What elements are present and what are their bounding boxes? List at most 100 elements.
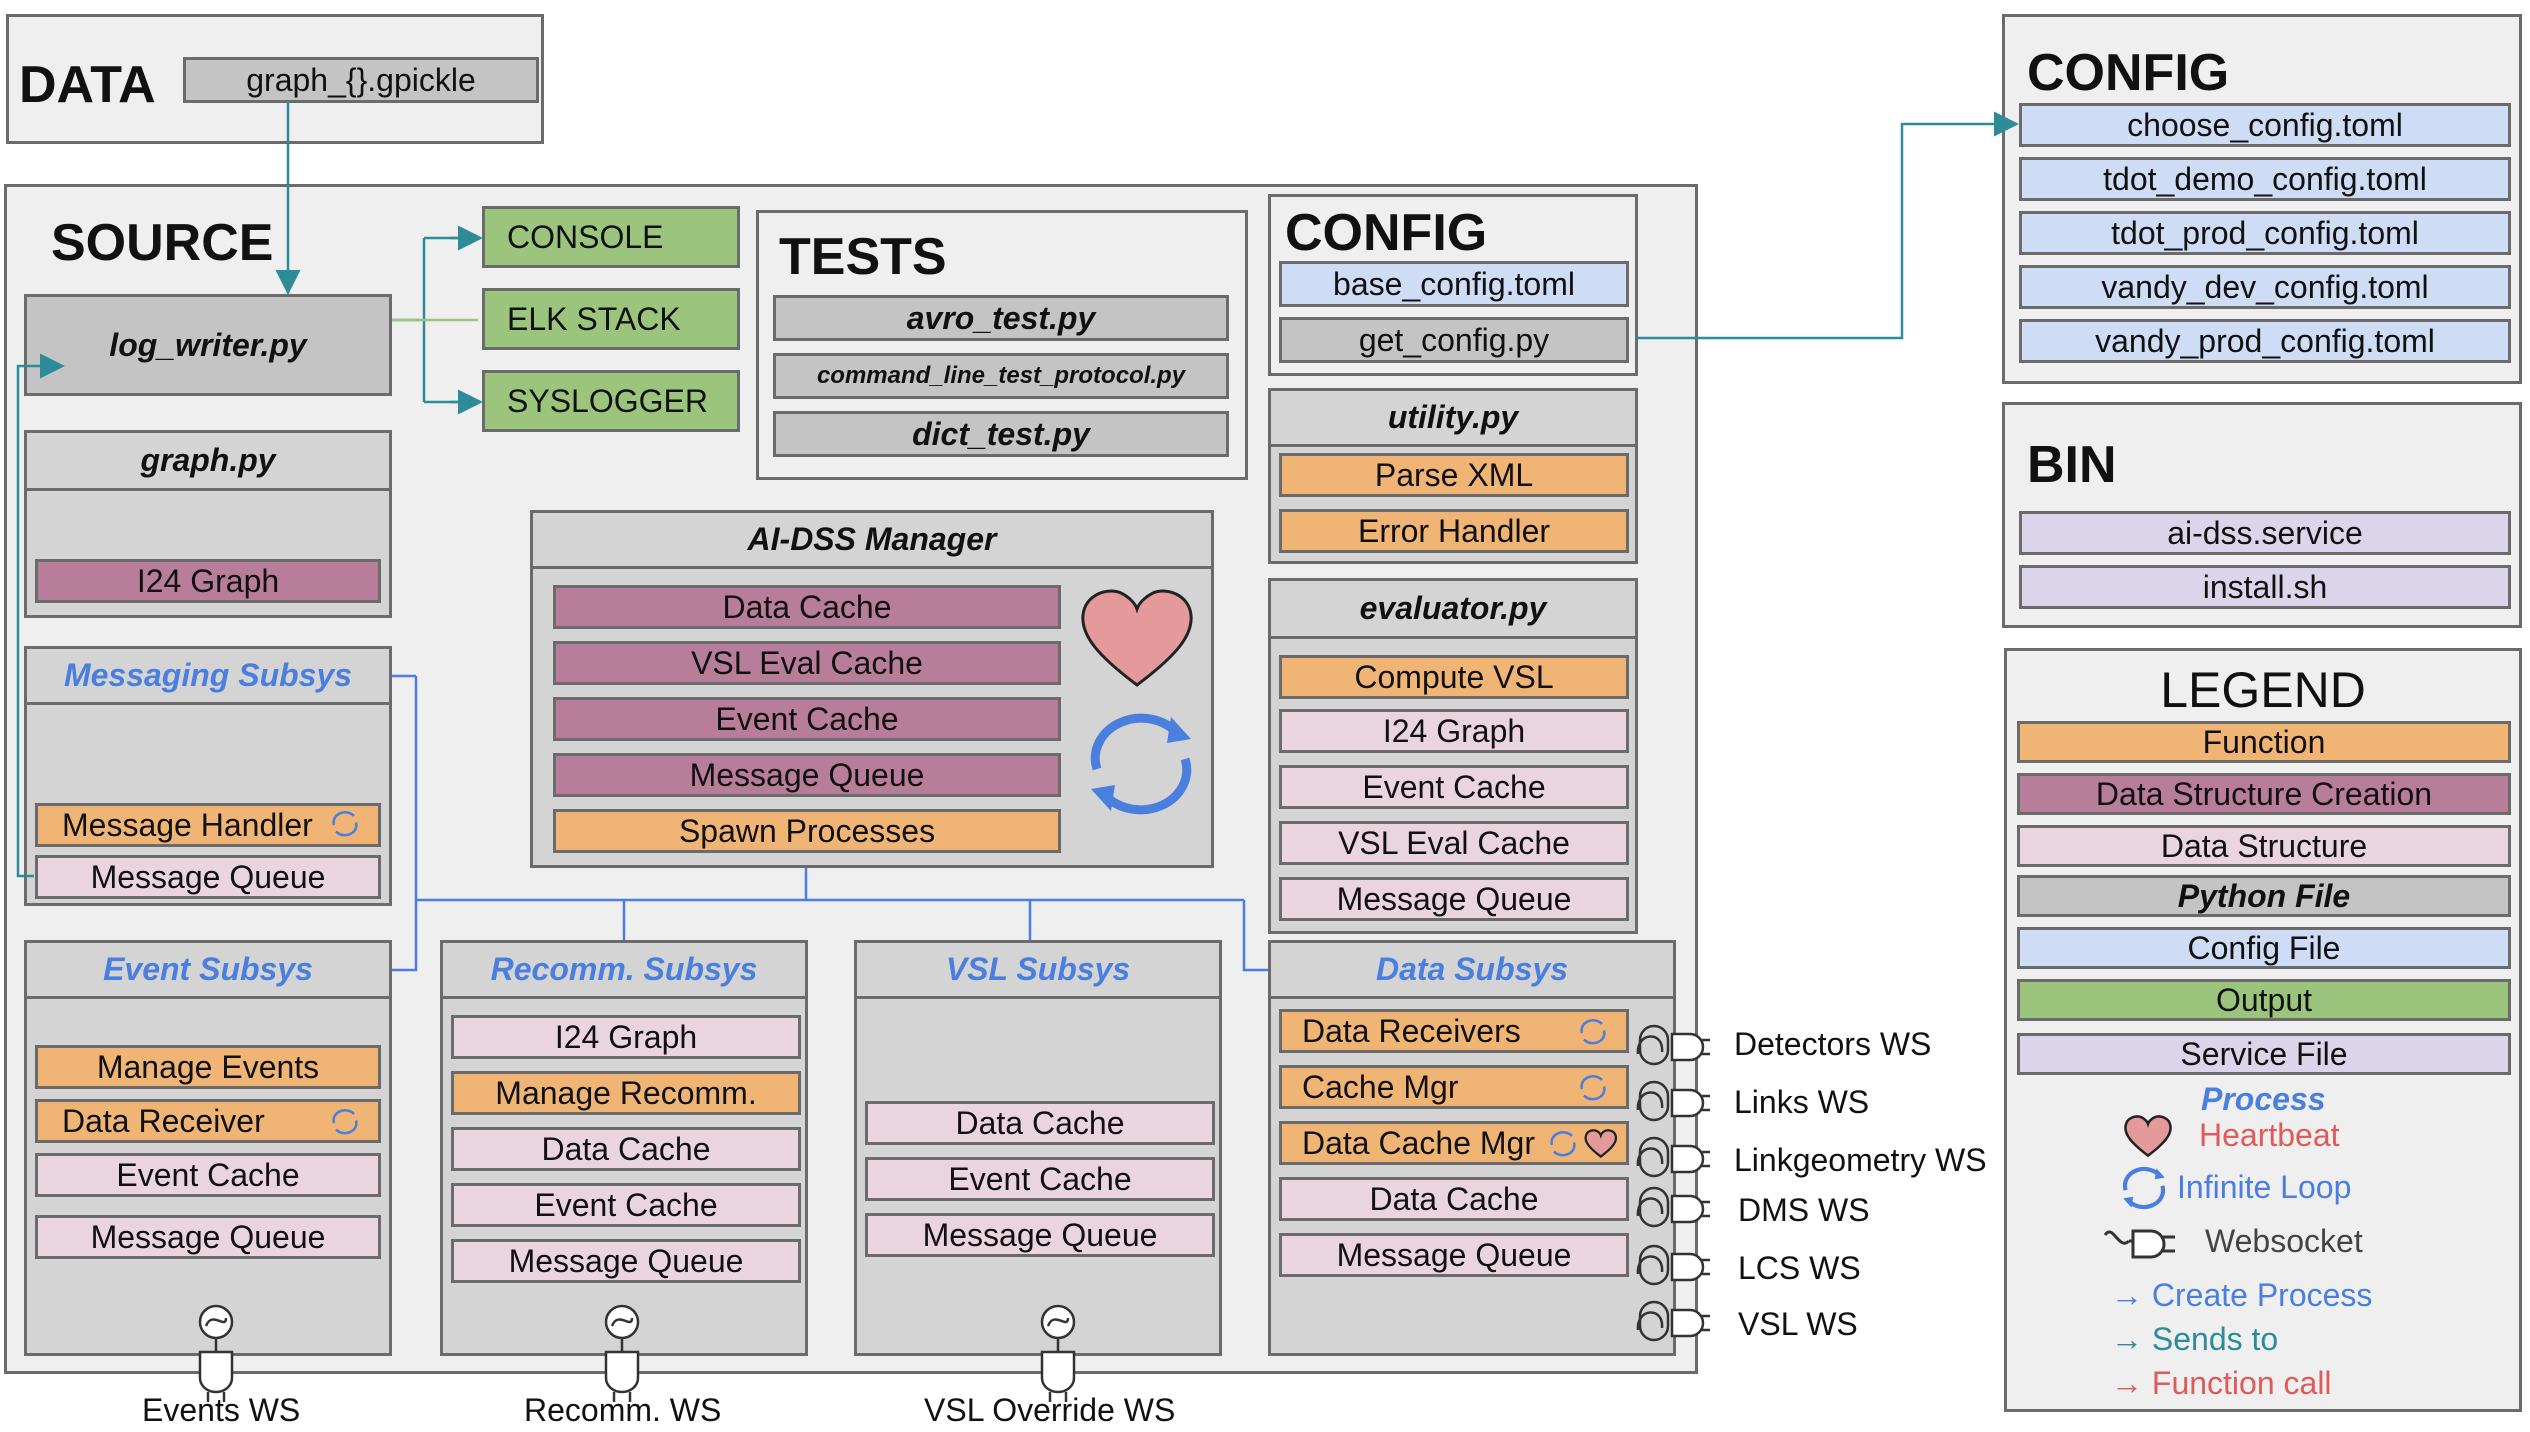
legend-function-call: → Function call bbox=[2111, 1365, 2332, 1401]
event-subsys-message-queue: Message Queue bbox=[35, 1215, 381, 1259]
legend-websocket: Websocket bbox=[2205, 1223, 2363, 1259]
tests-panel: TESTS avro_test.py command_line_test_pro… bbox=[756, 210, 1248, 480]
base-config-file[interactable]: base_config.toml bbox=[1279, 261, 1629, 307]
legend-infinite-loop-icon bbox=[2122, 1166, 2166, 1210]
graph-py-title: graph.py bbox=[27, 433, 389, 491]
ws-events: Events WS bbox=[142, 1392, 301, 1428]
evaluator-vsl-eval-cache: VSL Eval Cache bbox=[1279, 821, 1629, 865]
ws-recomm: Recomm. WS bbox=[524, 1392, 722, 1428]
evaluator-event-cache: Event Cache bbox=[1279, 765, 1629, 809]
cache-mgr: Cache Mgr bbox=[1279, 1065, 1629, 1109]
event-data-receiver-label: Data Receiver bbox=[62, 1102, 265, 1139]
recomm-subsys: Recomm. Subsys I24 Graph Manage Recomm. … bbox=[440, 940, 808, 1356]
event-subsys-event-cache: Event Cache bbox=[35, 1153, 381, 1197]
legend-data-structure: Data Structure bbox=[2017, 825, 2511, 867]
graph-py-file: graph.py I24 Graph bbox=[24, 430, 392, 618]
ws-linkgeometry: Linkgeometry WS bbox=[1734, 1142, 1987, 1178]
graph-py-item: I24 Graph bbox=[35, 559, 381, 603]
vandy-prod-config-file[interactable]: vandy_prod_config.toml bbox=[2019, 319, 2511, 363]
config-panel-title: CONFIG bbox=[2027, 44, 2230, 102]
infinite-loop-icon bbox=[1090, 713, 1192, 815]
legend-title: LEGEND bbox=[2160, 662, 2366, 718]
legend-infinite-loop: Infinite Loop bbox=[2177, 1169, 2352, 1205]
parse-xml: Parse XML bbox=[1279, 453, 1629, 497]
event-data-receiver: Data Receiver bbox=[35, 1099, 381, 1143]
legend-output: Output bbox=[2017, 979, 2511, 1021]
recomm-i24-graph: I24 Graph bbox=[451, 1015, 801, 1059]
event-subsys-title: Event Subsys bbox=[27, 943, 389, 999]
gpickle-file[interactable]: graph_{}.gpickle bbox=[183, 57, 539, 103]
ws-links: Links WS bbox=[1734, 1084, 1870, 1120]
legend-config-file: Config File bbox=[2017, 927, 2511, 969]
evaluator-py-file: evaluator.py Compute VSL I24 Graph Event… bbox=[1268, 578, 1638, 934]
message-handler: Message Handler bbox=[35, 803, 381, 847]
utility-py-file: utility.py Parse XML Error Handler bbox=[1268, 388, 1638, 564]
log-writer-file[interactable]: log_writer.py bbox=[24, 294, 392, 396]
evaluator-i24-graph: I24 Graph bbox=[1279, 709, 1629, 753]
ai-dss-service-file[interactable]: ai-dss.service bbox=[2019, 511, 2511, 555]
ws-detectors: Detectors WS bbox=[1734, 1026, 1932, 1062]
compute-vsl: Compute VSL bbox=[1279, 655, 1629, 699]
spawn-processes: Spawn Processes bbox=[553, 809, 1061, 853]
tests-panel-title: TESTS bbox=[779, 228, 947, 286]
tdot-demo-config-file[interactable]: tdot_demo_config.toml bbox=[2019, 157, 2511, 201]
vsl-event-cache: Event Cache bbox=[865, 1157, 1215, 1201]
manager-data-cache: Data Cache bbox=[553, 585, 1061, 629]
data-panel: DATA graph_{}.gpickle bbox=[6, 14, 544, 144]
output-syslogger: SYSLOGGER bbox=[482, 370, 740, 432]
choose-config-file[interactable]: choose_config.toml bbox=[2019, 103, 2511, 147]
vsl-message-queue: Message Queue bbox=[865, 1213, 1215, 1257]
ws-vsl-override: VSL Override WS bbox=[924, 1392, 1176, 1428]
message-queue: Message Queue bbox=[35, 855, 381, 899]
messaging-subsys: Messaging Subsys Message Handler Message… bbox=[24, 646, 392, 906]
utility-py-title: utility.py bbox=[1271, 391, 1635, 447]
data-subsys-data-cache: Data Cache bbox=[1279, 1177, 1629, 1221]
legend-create-process: → Create Process bbox=[2111, 1277, 2373, 1313]
legend-function: Function bbox=[2017, 721, 2511, 763]
tdot-prod-config-file[interactable]: tdot_prod_config.toml bbox=[2019, 211, 2511, 255]
output-console: CONSOLE bbox=[482, 206, 740, 268]
source-panel-title: SOURCE bbox=[51, 214, 274, 272]
manage-events: Manage Events bbox=[35, 1045, 381, 1089]
recomm-event-cache: Event Cache bbox=[451, 1183, 801, 1227]
source-config-title: CONFIG bbox=[1285, 204, 1488, 262]
data-panel-title: DATA bbox=[19, 56, 156, 114]
event-subsys: Event Subsys Manage Events Data Receiver… bbox=[24, 940, 392, 1356]
data-cache-mgr: Data Cache Mgr bbox=[1279, 1121, 1629, 1165]
manager-message-queue: Message Queue bbox=[553, 753, 1061, 797]
legend-panel: LEGEND Function Data Structure Creation … bbox=[2004, 648, 2522, 1412]
legend-data-structure-creation: Data Structure Creation bbox=[2017, 773, 2511, 815]
ws-vsl: VSL WS bbox=[1738, 1306, 1858, 1342]
message-handler-label: Message Handler bbox=[62, 806, 313, 843]
legend-service-file: Service File bbox=[2017, 1033, 2511, 1075]
legend-sends-to: → Sends to bbox=[2111, 1321, 2279, 1357]
vsl-subsys: VSL Subsys Data Cache Event Cache Messag… bbox=[854, 940, 1222, 1356]
data-subsys: Data Subsys Data Receivers Cache Mgr Dat… bbox=[1268, 940, 1676, 1356]
messaging-subsys-title: Messaging Subsys bbox=[27, 649, 389, 705]
manage-recomm: Manage Recomm. bbox=[451, 1071, 801, 1115]
legend-process: Process bbox=[2201, 1081, 2326, 1117]
command-line-test-file[interactable]: command_line_test_protocol.py bbox=[773, 353, 1229, 399]
error-handler: Error Handler bbox=[1279, 509, 1629, 553]
avro-test-file[interactable]: avro_test.py bbox=[773, 295, 1229, 341]
bin-panel: BIN ai-dss.service install.sh bbox=[2002, 402, 2522, 628]
recomm-message-queue: Message Queue bbox=[451, 1239, 801, 1283]
data-subsys-title: Data Subsys bbox=[1271, 943, 1673, 999]
bin-panel-title: BIN bbox=[2027, 436, 2117, 494]
dict-test-file[interactable]: dict_test.py bbox=[773, 411, 1229, 457]
heart-icon bbox=[1081, 589, 1193, 687]
data-receivers-label: Data Receivers bbox=[1302, 1012, 1521, 1049]
recomm-data-cache: Data Cache bbox=[451, 1127, 801, 1171]
ws-dms: DMS WS bbox=[1738, 1192, 1870, 1228]
get-config-file[interactable]: get_config.py bbox=[1279, 317, 1629, 363]
data-receivers: Data Receivers bbox=[1279, 1009, 1629, 1053]
config-panel: CONFIG choose_config.toml tdot_demo_conf… bbox=[2002, 14, 2522, 384]
vandy-dev-config-file[interactable]: vandy_dev_config.toml bbox=[2019, 265, 2511, 309]
legend-websocket-icon bbox=[2103, 1229, 2175, 1259]
vsl-subsys-title: VSL Subsys bbox=[857, 943, 1219, 999]
ws-lcs: LCS WS bbox=[1738, 1250, 1861, 1286]
legend-python-file: Python File bbox=[2017, 875, 2511, 917]
manager-vsl-eval-cache: VSL Eval Cache bbox=[553, 641, 1061, 685]
data-cache-mgr-label: Data Cache Mgr bbox=[1302, 1124, 1535, 1161]
install-sh-file[interactable]: install.sh bbox=[2019, 565, 2511, 609]
